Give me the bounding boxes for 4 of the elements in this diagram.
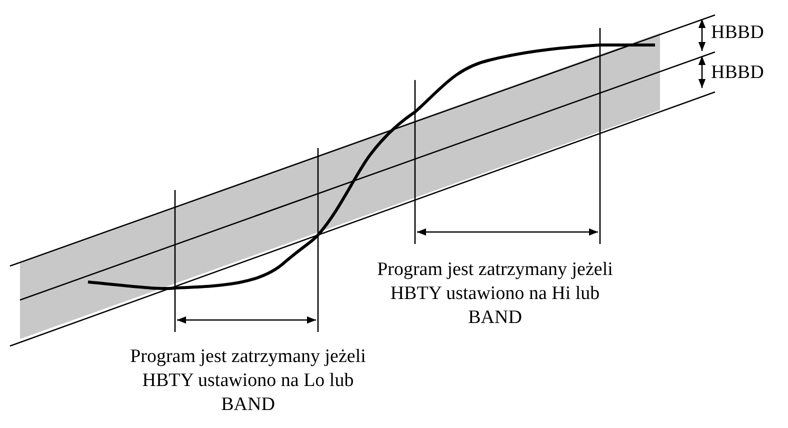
dimension-label: HBBD <box>711 61 764 85</box>
note-text: Program jest zatrzymany jeżeli HBTY ustawiono na Hi lub BAND <box>376 258 614 330</box>
note-text: Program jest zatrzymany jeżeli HBTY ustawiono na Lo lub BAND <box>129 345 367 417</box>
dimension-label: HBBD <box>711 21 764 45</box>
